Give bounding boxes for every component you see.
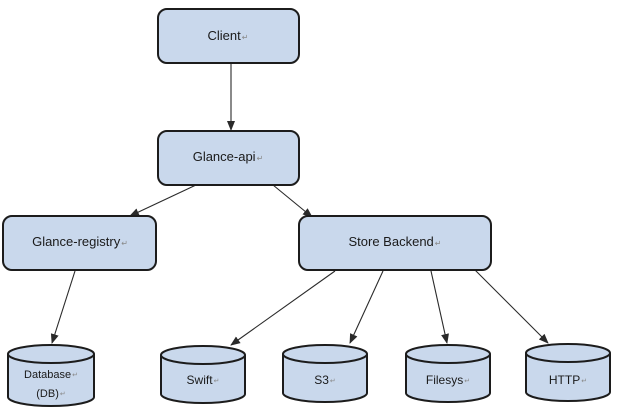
node-s3-label: S3 [314, 373, 329, 387]
edge-glance-registry-to-database [50, 270, 76, 344]
s3-cylinder-body [282, 354, 368, 403]
paragraph-mark: ↵ [581, 377, 587, 385]
node-database-label: Database [24, 369, 71, 381]
svg-text:Database↵: Database↵ [24, 369, 78, 381]
node-client: Client↵ [157, 8, 300, 64]
http-cylinder-top [525, 343, 611, 363]
node-store-backend-box [298, 215, 492, 271]
svg-text:Filesys↵: Filesys↵ [426, 373, 470, 387]
node-store-backend: Store Backend↵ [298, 215, 492, 271]
edge-store-backend-to-http [474, 269, 549, 344]
s3-cylinder-top [282, 344, 368, 364]
filesys-cylinder-top [405, 344, 491, 364]
paragraph-mark: ↵ [214, 377, 220, 385]
svg-text:Glance-registry↵: Glance-registry↵ [32, 234, 128, 249]
svg-text:Client↵: Client↵ [208, 28, 249, 43]
http-cylinder-body [525, 353, 611, 402]
paragraph-mark: ↵ [330, 377, 336, 385]
edge-glance-api-to-glance-registry [129, 184, 197, 217]
database-cylinder-top [7, 344, 95, 364]
node-glance-registry: Glance-registry↵ [2, 215, 157, 271]
node-filesys-label: Filesys [426, 373, 463, 387]
paragraph-mark: ↵ [72, 371, 78, 379]
filesys-cylinder-body [405, 354, 491, 403]
node-s3: S3↵ [282, 344, 368, 403]
edge-store-backend-to-filesys [430, 270, 449, 344]
node-glance-registry-label: Glance-registry [32, 234, 121, 249]
node-database: Database↵ (DB)↵ [7, 344, 95, 407]
svg-text:Swift↵: Swift↵ [187, 373, 220, 387]
database-cylinder-body [7, 354, 95, 407]
edge-store-backend-to-s3 [349, 270, 384, 344]
svg-text:Store Backend↵: Store Backend↵ [349, 234, 442, 249]
edge-store-backend-to-swift [230, 270, 336, 346]
node-client-box [157, 8, 300, 64]
node-glance-api-label: Glance-api [193, 149, 256, 164]
svg-text:(DB)↵: (DB)↵ [36, 388, 65, 400]
paragraph-mark: ↵ [242, 33, 249, 42]
node-swift: Swift↵ [160, 345, 246, 404]
paragraph-mark: ↵ [464, 377, 470, 385]
paragraph-mark: ↵ [257, 154, 264, 163]
node-glance-registry-box [2, 215, 157, 271]
paragraph-mark: ↵ [60, 390, 66, 398]
paragraph-mark: ↵ [121, 239, 128, 248]
svg-text:Glance-api↵: Glance-api↵ [193, 149, 264, 164]
node-filesys: Filesys↵ [405, 344, 491, 403]
edge-glance-api-to-store-backend [272, 184, 313, 218]
swift-cylinder-body [160, 355, 246, 404]
node-database-label-line2: (DB) [36, 388, 59, 400]
edges [50, 63, 549, 346]
node-swift-label: Swift [187, 373, 214, 387]
paragraph-mark: ↵ [435, 239, 442, 248]
node-glance-api-box [157, 130, 300, 186]
node-http-label: HTTP [549, 373, 580, 387]
node-glance-api: Glance-api↵ [157, 130, 300, 186]
node-client-label: Client [208, 28, 242, 43]
svg-text:S3↵: S3↵ [314, 373, 336, 387]
svg-text:HTTP↵: HTTP↵ [549, 373, 587, 387]
node-http: HTTP↵ [525, 343, 611, 402]
swift-cylinder-top [160, 345, 246, 365]
node-store-backend-label: Store Backend [349, 234, 434, 249]
